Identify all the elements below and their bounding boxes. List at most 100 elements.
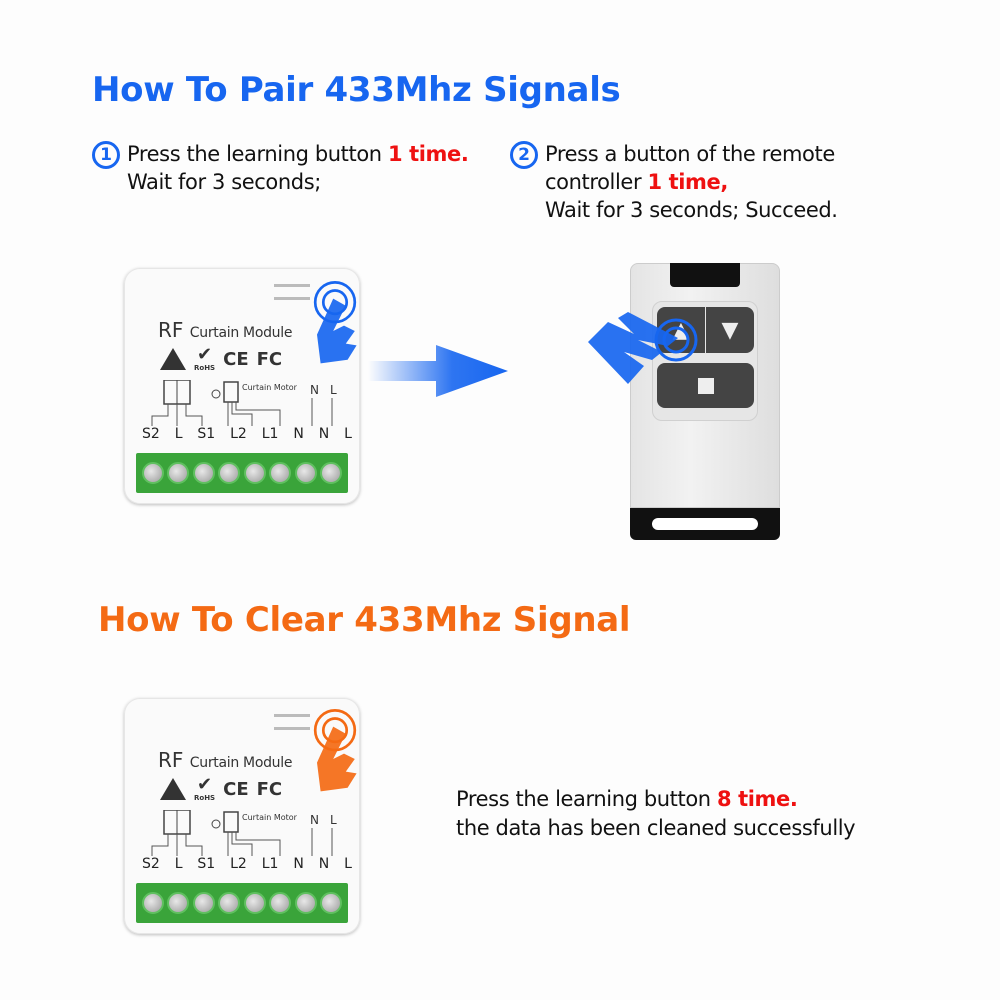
- terminal-label: S2: [142, 426, 160, 442]
- clear-section-title: How To Clear 433Mhz Signal: [98, 600, 631, 640]
- clear-text: Press the learning button: [456, 787, 717, 811]
- step-2-number-badge: 2: [510, 141, 538, 169]
- rohs-mark: ✔RoHS: [194, 774, 216, 803]
- learning-button-lines: [274, 714, 310, 740]
- remote-bottom-cap: [630, 508, 780, 540]
- screw: [141, 892, 164, 914]
- motor-icon: [223, 381, 239, 403]
- module-name: Curtain Module: [189, 755, 293, 771]
- rohs-text: RoHS: [194, 364, 216, 372]
- step-2-line-3: Wait for 3 seconds; Succeed.: [545, 198, 838, 222]
- clear-highlight: 8 time.: [716, 787, 798, 811]
- rohs-text: RoHS: [194, 794, 216, 802]
- module-label: RF Curtain Module: [158, 748, 292, 772]
- screw: [218, 892, 241, 914]
- step-2-text: controller: [545, 170, 648, 194]
- remote-down-button[interactable]: ▼: [706, 307, 754, 353]
- clear-instructions: Press the learning button 8 time. the da…: [456, 785, 856, 843]
- terminal-label: N: [293, 856, 304, 872]
- clear-line-1: Press the learning button 8 time.: [456, 785, 855, 814]
- danger-icon: [160, 348, 186, 370]
- ground-icon: [211, 819, 221, 829]
- screw: [167, 892, 190, 914]
- screw: [269, 462, 292, 484]
- step-1-line-1: Press the learning button 1 time.: [127, 140, 469, 168]
- terminal-label: L1: [261, 856, 279, 872]
- step-1-number-badge: 1: [92, 141, 120, 169]
- cert-marks: ✔RoHS CE FC: [160, 776, 282, 802]
- screw: [294, 892, 317, 914]
- screw: [269, 892, 292, 914]
- motor-label: Curtain Motor: [242, 813, 298, 822]
- motor-icon: [223, 811, 239, 833]
- terminal-block: [136, 883, 348, 923]
- terminal-label: S1: [197, 426, 216, 442]
- screw: [320, 892, 343, 914]
- clear-line-2: the data has been cleaned successfully: [456, 816, 856, 840]
- step-2-instructions: Press a button of the remote controller …: [545, 140, 838, 224]
- pair-section-title: How To Pair 433Mhz Signals: [92, 70, 621, 110]
- terminal-label: L: [344, 856, 352, 872]
- remote-top-cap: [670, 263, 740, 287]
- curtain-module-pair: RF Curtain Module ✔RoHS CE FC Curtain Mo…: [124, 268, 360, 504]
- learning-button-lines: [274, 284, 310, 310]
- module-brand: RF: [158, 748, 184, 772]
- module-brand: RF: [158, 318, 184, 342]
- remote-stop-button[interactable]: [657, 363, 754, 408]
- module-label: RF Curtain Module: [158, 318, 292, 342]
- terminal-label: S1: [197, 856, 216, 872]
- step-1-line-2: Wait for 3 seconds;: [127, 170, 321, 194]
- terminal-label: L2: [230, 856, 247, 872]
- terminal-labels: S2 L S1 L2 L1 N N L: [142, 856, 352, 872]
- terminal-label: N: [318, 856, 330, 872]
- tap-hand-icon-remote: [588, 312, 698, 384]
- wiring-diagram: Curtain Motor N L: [151, 380, 337, 426]
- screw: [294, 462, 317, 484]
- screw: [243, 462, 266, 484]
- fc-mark: FC: [256, 348, 283, 370]
- curtain-module-clear: RF Curtain Module ✔RoHS CE FC Curtain Mo…: [124, 698, 360, 934]
- tap-hand-icon-blue: [313, 281, 357, 364]
- step-1-text: Press the learning button: [127, 142, 388, 166]
- step-1-highlight: 1 time.: [387, 142, 469, 166]
- screw: [243, 892, 266, 914]
- rohs-mark: ✔RoHS: [194, 344, 216, 373]
- screw: [167, 462, 190, 484]
- top-label-l: L: [330, 383, 337, 397]
- ce-mark: CE: [223, 348, 249, 370]
- terminal-label: L: [174, 426, 183, 442]
- cert-marks: ✔RoHS CE FC: [160, 346, 282, 372]
- terminal-labels: S2 L S1 L2 L1 N N L: [142, 426, 352, 442]
- terminal-block: [136, 453, 348, 493]
- next-step-arrow-icon: [368, 345, 508, 397]
- step-2-highlight: 1 time,: [647, 170, 728, 194]
- keyring-slot: [652, 518, 758, 530]
- motor-label: Curtain Motor: [242, 383, 298, 392]
- screw: [218, 462, 241, 484]
- screw: [141, 462, 164, 484]
- terminal-label: L: [344, 426, 352, 442]
- tap-hand-icon-orange: [313, 709, 357, 792]
- terminal-label: S2: [142, 856, 160, 872]
- terminal-label: N: [318, 426, 330, 442]
- top-label-n: N: [310, 383, 319, 397]
- danger-icon: [160, 778, 186, 800]
- step-2-line-2: controller 1 time,: [545, 168, 838, 196]
- module-name: Curtain Module: [189, 325, 293, 341]
- step-1-instructions: Press the learning button 1 time. Wait f…: [127, 140, 469, 196]
- screw: [320, 462, 343, 484]
- terminal-label: L1: [261, 426, 279, 442]
- screw: [192, 462, 215, 484]
- top-label-l: L: [330, 813, 337, 827]
- terminal-label: L: [174, 856, 183, 872]
- ground-icon: [211, 389, 221, 399]
- step-2-line-1: Press a button of the remote: [545, 142, 835, 166]
- terminal-label: L2: [230, 426, 247, 442]
- screw: [192, 892, 215, 914]
- fc-mark: FC: [256, 778, 283, 800]
- top-label-n: N: [310, 813, 319, 827]
- stop-icon: [697, 377, 714, 394]
- wiring-diagram: Curtain Motor N L: [151, 810, 337, 856]
- terminal-label: N: [293, 426, 304, 442]
- ce-mark: CE: [223, 778, 249, 800]
